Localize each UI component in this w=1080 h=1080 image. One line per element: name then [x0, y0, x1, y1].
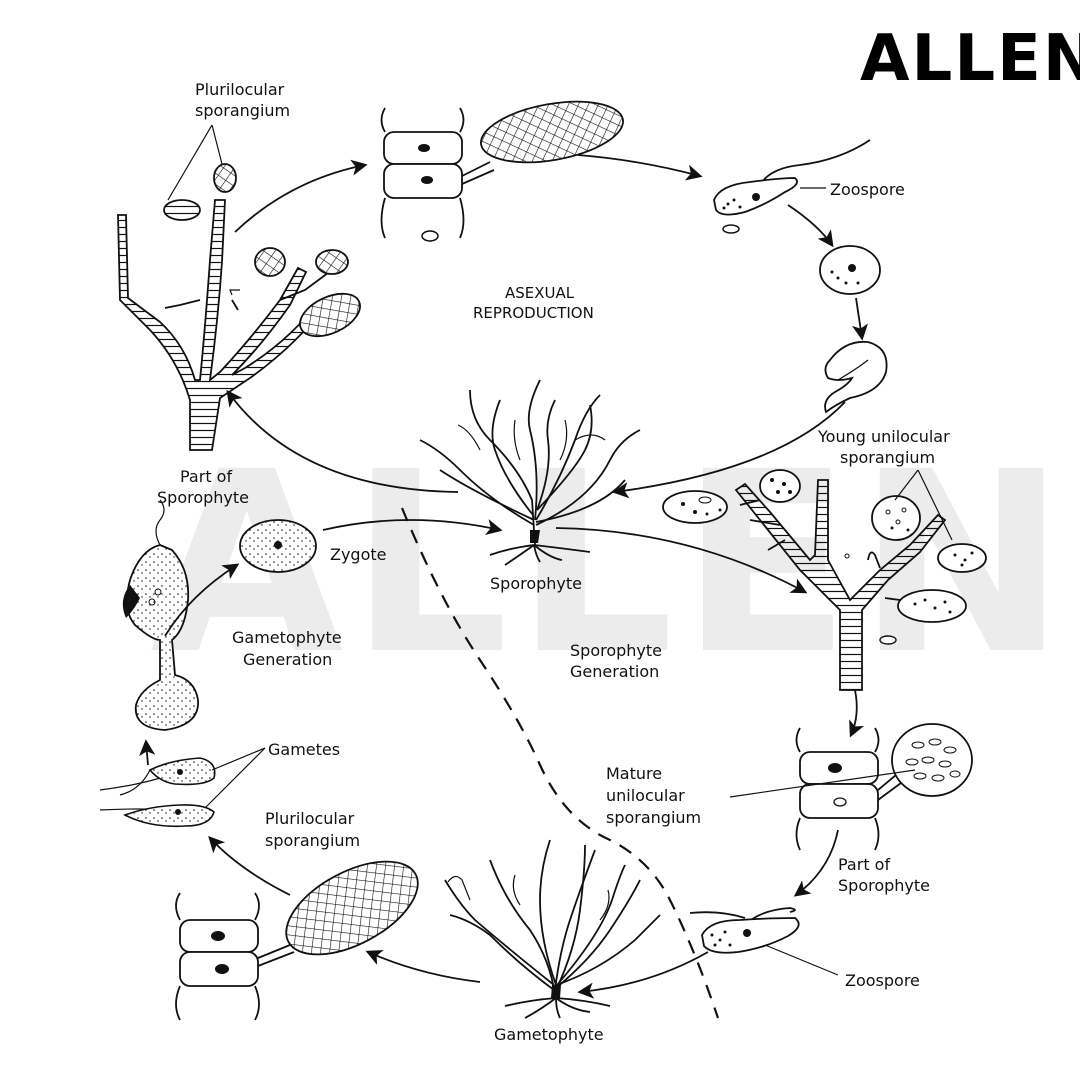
generation-boundary-dashed: [400, 507, 720, 1019]
pointer-plurilocular-top: [167, 124, 223, 201]
cycle-arrows: [139, 154, 869, 999]
label-mature-unilocular-1: Mature: [606, 764, 662, 783]
label-gametophyte-generation-2: Generation: [243, 650, 332, 669]
label-asexual-1: ASEXUAL: [505, 284, 575, 302]
label-young-unilocular-2: sporangium: [840, 448, 935, 467]
label-plurilocular-top-2: sporangium: [195, 101, 290, 120]
zygote: [239, 519, 317, 573]
round-spore-stage: [819, 245, 881, 295]
label-plurilocular-bottom-1: Plurilocular: [265, 809, 355, 828]
label-part-sporophyte-right-1: Part of: [838, 855, 890, 874]
label-part-sporophyte-right-2: Sporophyte: [838, 876, 930, 895]
label-zoospore-bottom: Zoospore: [845, 971, 920, 990]
label-plurilocular-bottom-2: sporangium: [265, 831, 360, 850]
pointer-young-unilocular: [894, 469, 953, 541]
label-plurilocular-top-1: Plurilocular: [195, 80, 285, 99]
label-part-sporophyte-left-2: Sporophyte: [157, 488, 249, 507]
label-sporophyte-generation-2: Generation: [570, 662, 659, 681]
cells-with-plurilocular-top: [380, 100, 624, 242]
mature-unilocular: [795, 723, 973, 851]
gametes-group: [99, 757, 216, 828]
label-sporophyte-generation-1: Sporophyte: [570, 641, 662, 660]
cells-with-plurilocular-bottom: [175, 860, 419, 1021]
zoospore-bottom: [689, 907, 800, 954]
label-mature-unilocular-2: unilocular: [606, 786, 685, 805]
label-gametophyte-generation-1: Gametophyte: [232, 628, 342, 647]
gametophyte-plant: [444, 839, 661, 1019]
label-asexual-2: REPRODUCTION: [473, 304, 594, 322]
sporophyte-part-left: [117, 163, 361, 451]
label-young-unilocular-1: Young unilocular: [817, 427, 950, 446]
label-zygote: Zygote: [330, 545, 387, 564]
germinating-spore-stage: [824, 340, 888, 414]
label-sporophyte: Sporophyte: [490, 574, 582, 593]
pointer-gametes: [204, 747, 266, 809]
zoospore-top: [713, 139, 871, 234]
label-part-sporophyte-left-1: Part of: [180, 467, 232, 486]
label-zoospore-top: Zoospore: [830, 180, 905, 199]
label-gametes: Gametes: [268, 740, 340, 759]
label-gametophyte: Gametophyte: [494, 1025, 604, 1044]
label-mature-unilocular-3: sporangium: [606, 808, 701, 827]
young-unilocular-branch: [662, 469, 987, 691]
sporophyte-plant: [419, 379, 641, 566]
fusing-gametes: [122, 499, 199, 731]
pointer-mature-unilocular: [729, 769, 916, 798]
brand-logo: ALLEN: [860, 22, 1080, 96]
